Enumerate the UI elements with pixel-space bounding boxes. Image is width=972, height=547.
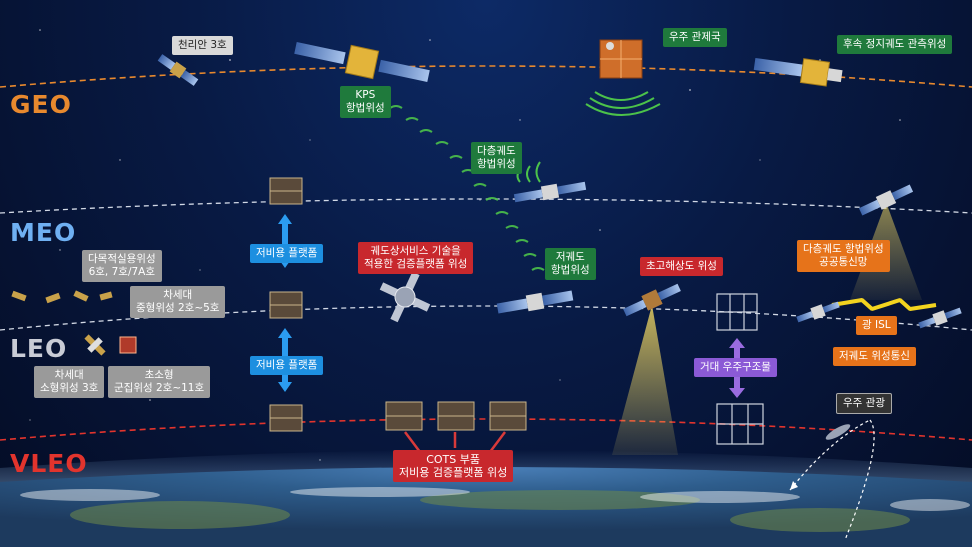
next-small-satellite [84, 334, 106, 356]
optical-isl-text: 광 ISL [862, 319, 891, 331]
micro-satellite [119, 336, 137, 354]
low-nav-tag: 저궤도 항법위성 [545, 248, 596, 280]
next-medium-line1: 차세대 [163, 289, 193, 301]
micro-line1: 초소형 [144, 369, 174, 381]
leo-label: LEO [10, 334, 68, 363]
kps-line1: KPS [355, 89, 376, 101]
space-control-satellite [599, 39, 643, 79]
leo-orbit-line [0, 305, 972, 331]
ground-station-signal [585, 91, 661, 116]
cots-tag: COTS 부품 저비용 검증플랫폼 위성 [393, 450, 514, 482]
platform-cubesat-meo [269, 177, 303, 205]
public-comm-line2: 공공통신망 [819, 256, 868, 268]
earth-clouds [20, 487, 970, 511]
optical-isl-link [831, 298, 937, 311]
micro-line2: 군집위성 2호~11호 [114, 382, 205, 394]
kps-tag: KPS 항법위성 [340, 86, 391, 118]
cots-cubesat-3 [489, 401, 527, 431]
trajectory-arrowhead [790, 481, 798, 490]
low-comm-tag: 저궤도 위성통신 [833, 347, 916, 366]
leo-satellite-cluster [11, 290, 113, 304]
low-nav-line1: 저궤도 [555, 251, 585, 263]
platform-top-text: 저비용 플랫폼 [256, 247, 318, 259]
platform-cubesat-vleo [269, 404, 303, 432]
vleo-orbit-line [0, 418, 972, 441]
meo-label: MEO [10, 218, 77, 247]
platform-cubesat-leo [269, 291, 303, 319]
onorbit-service-tag: 궤도상서비스 기술을 적용한 검증플랫폼 위성 [358, 242, 474, 274]
super-res-tag: 초고해상도 위성 [640, 257, 723, 276]
space-tour-tag: 우주 관광 [836, 393, 892, 414]
next-medium-tag: 차세대 중형위성 2호~5호 [130, 286, 226, 318]
optical-isl-tag: 광 ISL [856, 316, 897, 335]
isl-satellite-right [918, 307, 962, 329]
next-medium-line2: 중형위성 2호~5호 [136, 302, 220, 314]
multi-nav-line1: 다층궤도 [477, 145, 516, 157]
nav-signal-arcs [389, 105, 545, 271]
low-nav-satellite [496, 290, 574, 314]
space-tour-vehicle [825, 424, 851, 440]
micro-tag: 초소형 군집위성 2호~11호 [108, 366, 211, 398]
next-small-line2: 소형위성 3호 [40, 382, 99, 394]
onorbit-line2: 적용한 검증플랫폼 위성 [364, 258, 468, 270]
space-control-text: 우주 관제국 [669, 31, 721, 43]
platform-top-tag: 저비용 플랫폼 [250, 244, 324, 263]
chollian-satellite [157, 54, 199, 86]
successor-geo-text: 후속 정지궤도 관측위성 [843, 38, 947, 50]
multi-nav-satellite [513, 181, 587, 203]
low-nav-line2: 항법위성 [551, 264, 590, 276]
chollian-tag: 천리안 3호 [172, 36, 233, 55]
cots-connectors [404, 431, 506, 453]
next-small-tag: 차세대 소형위성 3호 [34, 366, 105, 398]
multi-nav-tag: 다층궤도 항법위성 [471, 142, 522, 174]
kps-line2: 항법위성 [346, 102, 385, 114]
successor-geo-tag: 후속 정지궤도 관측위성 [837, 35, 953, 54]
kps-satellite [294, 41, 430, 83]
public-comm-line1: 다층궤도 항법위성 [803, 243, 884, 255]
meo-orbit-line [0, 198, 972, 214]
space-tour-text: 우주 관광 [843, 397, 885, 409]
public-comm-satellite [858, 184, 914, 216]
low-comm-text: 저궤도 위성통신 [839, 350, 910, 362]
geo-label: GEO [10, 90, 72, 119]
platform-arrow-top [278, 214, 292, 268]
platform-bottom-text: 저비용 플랫폼 [256, 359, 318, 371]
multi-purpose-tag: 다목적실용위성 6호, 7호/7A호 [82, 250, 162, 282]
cots-line2: 저비용 검증플랫폼 위성 [399, 466, 508, 479]
cots-line1: COTS 부품 [426, 453, 480, 466]
platform-bottom-tag: 저비용 플랫폼 [250, 356, 324, 375]
multi-nav-line2: 항법위성 [477, 158, 516, 170]
giant-structure-text: 거대 우주구조물 [700, 361, 771, 373]
multi-purpose-line1: 다목적실용위성 [88, 253, 156, 265]
giant-structure-upper [716, 293, 758, 331]
space-tour-trajectory [789, 419, 875, 541]
public-comm-tag: 다층궤도 항법위성 공공통신망 [797, 240, 890, 272]
super-res-beam [612, 305, 678, 455]
onorbit-line1: 궤도상서비스 기술을 [370, 245, 461, 257]
chollian-text: 천리안 3호 [178, 39, 227, 51]
giant-structure-tag: 거대 우주구조물 [694, 358, 777, 377]
vleo-label: VLEO [10, 449, 88, 478]
cots-cubesat-2 [437, 401, 475, 431]
giant-structure-lower [716, 403, 764, 445]
onorbit-service-satellite [379, 271, 431, 323]
super-res-text: 초고해상도 위성 [646, 260, 717, 272]
space-control-tag: 우주 관제국 [663, 28, 727, 47]
successor-geo-satellite [753, 57, 843, 87]
earth-land [70, 490, 910, 532]
multi-purpose-line2: 6호, 7호/7A호 [88, 266, 156, 278]
next-small-line1: 차세대 [54, 369, 84, 381]
isl-satellite-left [796, 301, 840, 323]
super-res-satellite [623, 283, 681, 317]
cots-cubesat-1 [385, 401, 423, 431]
